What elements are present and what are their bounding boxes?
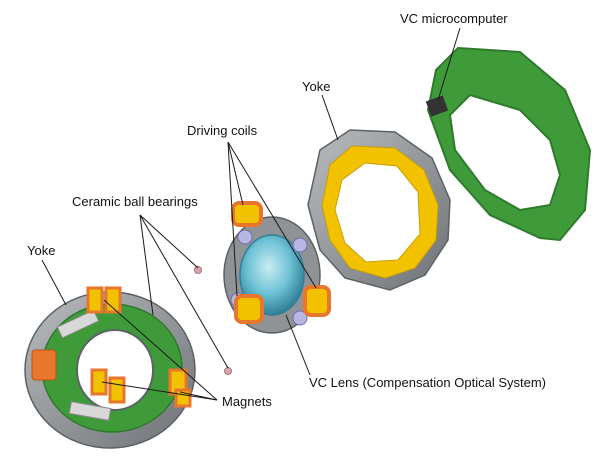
magnet (108, 376, 126, 404)
label-vc-microcomputer: VC microcomputer (400, 11, 508, 26)
label-yoke-top: Yoke (302, 79, 331, 94)
yoke-top-part (307, 129, 451, 291)
label-vc-lens: VC Lens (Compensation Optical System) (309, 375, 546, 390)
magnet (104, 286, 122, 314)
label-magnets: Magnets (222, 394, 272, 409)
magnet (86, 286, 104, 314)
pcb-ring (425, 46, 592, 242)
lens-assembly (223, 201, 331, 334)
label-driving-coils: Driving coils (187, 123, 258, 138)
magnet (90, 368, 108, 396)
driving-coil (231, 201, 263, 227)
leader-lines (41, 27, 461, 401)
label-yoke-left: Yoke (27, 243, 56, 258)
microcomputer-chip (425, 95, 449, 117)
label-ceramic-ball-bearings: Ceramic ball bearings (72, 194, 198, 209)
driving-coil (303, 285, 331, 317)
yoke-bottom-part (24, 286, 196, 449)
driving-coil (234, 294, 264, 324)
